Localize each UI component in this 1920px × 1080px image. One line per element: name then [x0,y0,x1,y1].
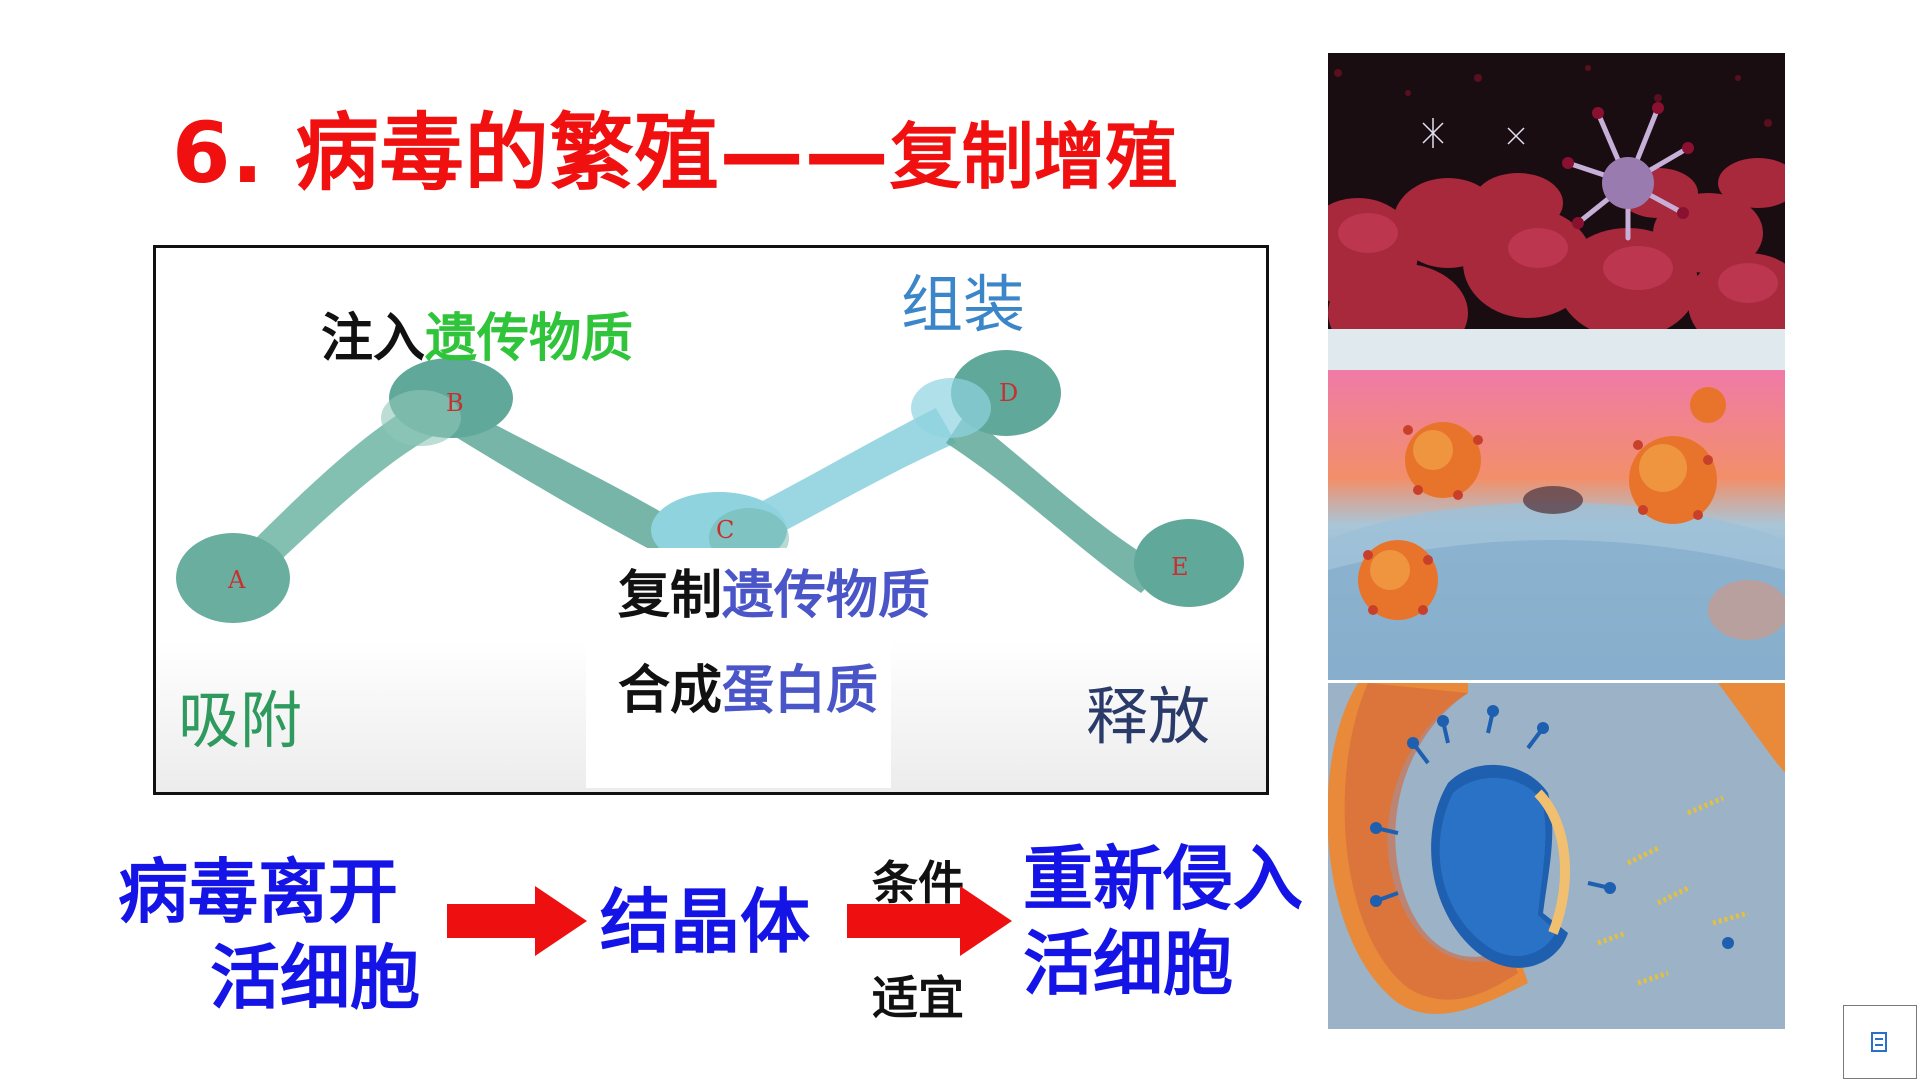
flow-leave-line2: 活细胞 [210,936,420,1019]
virus-photo-3 [1328,683,1785,1029]
replication-diagram: A B C D E 注入遗传物质 组装 吸附 释放 复制遗传物质 合成蛋白质 [153,245,1269,795]
node-label-b: B [446,389,464,417]
label-assemble: 组装 [901,268,1026,341]
slide-nav-button[interactable] [1843,1005,1917,1079]
slide-film-icon [1871,1032,1887,1052]
label-inject: 注入遗传物质 [321,296,633,371]
synth-highlight: 蛋白质 [722,661,879,721]
node-a [176,533,290,623]
title-main: 6. 病毒的繁殖—— [172,104,890,202]
node-e [1134,519,1244,607]
condition-top: 条件 [872,856,964,910]
inject-prefix: 注入 [321,309,426,369]
flow-leave-line1: 病毒离开 [118,850,398,933]
node-label-a: A [227,566,246,594]
replicate-highlight: 遗传物质 [722,566,931,626]
virus-photo-1 [1328,53,1785,329]
photo-divider [1328,329,1785,370]
node-label-c: C [716,516,734,544]
condition-bottom: 适宜 [872,971,964,1025]
label-backdrop [586,548,891,788]
node-label-e: E [1171,553,1189,581]
synth-prefix: 合成 [618,661,723,721]
label-synthesize: 合成蛋白质 [618,648,878,723]
slide-title: 6. 病毒的繁殖—— 复制增殖 [172,86,1178,202]
inject-highlight: 遗传物质 [425,309,634,369]
label-replicate: 复制遗传物质 [618,553,930,628]
flow-reenter-line1: 重新侵入 [1023,837,1303,920]
replicate-prefix: 复制 [618,566,723,626]
flow-crystal: 结晶体 [600,880,810,963]
node-label-d: D [999,379,1018,407]
flow-reenter-line2: 活细胞 [1023,922,1233,1005]
arrow-right-icon [847,886,1012,956]
virus-photo-2 [1328,370,1785,680]
title-sub: 复制增殖 [889,115,1178,199]
label-release: 释放 [1086,680,1211,753]
arrow-right-icon [447,886,587,956]
label-attach: 吸附 [178,684,303,757]
